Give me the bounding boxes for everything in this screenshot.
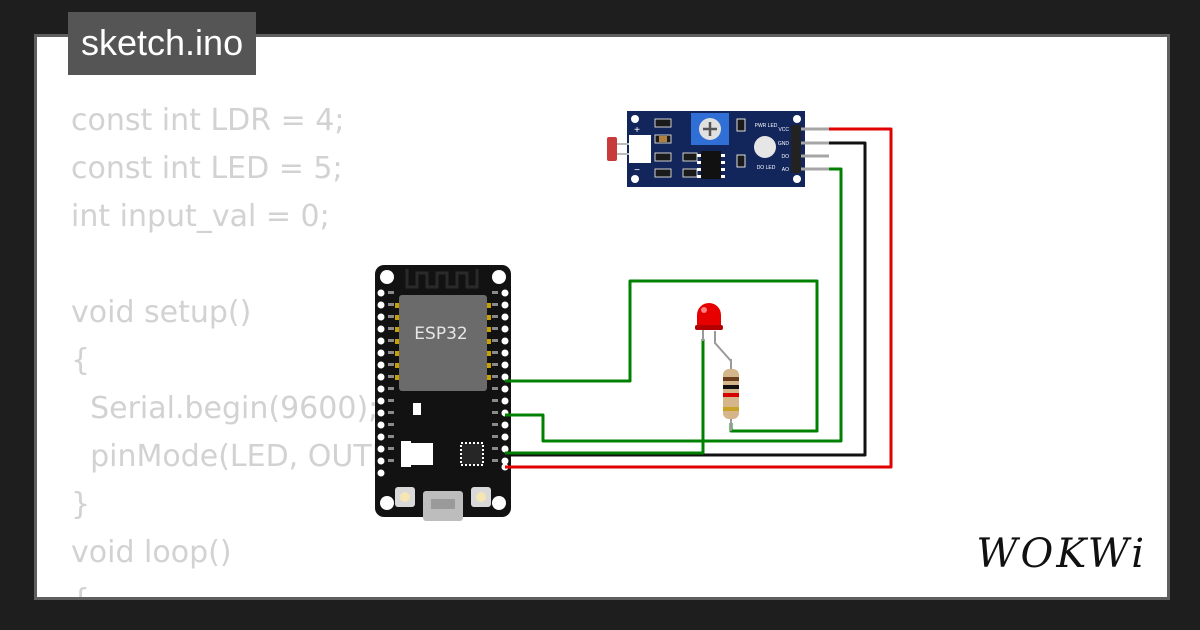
pin-vcc-label: VCC xyxy=(778,127,789,133)
code-line: { xyxy=(71,583,90,597)
code-preview: const int LDR = 4; const int LED = 5; in… xyxy=(71,97,452,597)
code-line: void loop() xyxy=(71,535,232,570)
red-led[interactable] xyxy=(695,303,732,362)
pwr-led-label: PWR LED xyxy=(755,123,778,129)
resistor[interactable] xyxy=(723,359,739,431)
esp32-module xyxy=(395,295,491,391)
file-tab[interactable]: sketch.ino xyxy=(68,12,257,75)
ldr-minus-label: − xyxy=(634,165,640,176)
code-line: { xyxy=(71,343,91,378)
wire-led-cathode[interactable] xyxy=(505,339,705,455)
code-line: const int LED = 5; xyxy=(71,151,343,186)
code-line: Serial.begin(9600); xyxy=(71,391,379,426)
code-line: int input_val = 0; xyxy=(71,199,330,234)
file-tab-title: sketch.ino xyxy=(81,22,244,63)
do-led-label: DO LED xyxy=(757,165,776,171)
reset-button[interactable] xyxy=(471,487,491,507)
potentiometer[interactable] xyxy=(691,113,729,145)
boot-button[interactable] xyxy=(395,487,415,507)
esp32-board[interactable]: ESP32 xyxy=(375,265,511,521)
ldr-plus-label: + xyxy=(634,125,640,136)
pin-gnd-label: GND xyxy=(778,141,790,147)
code-line: } xyxy=(71,487,91,522)
wire-gnd[interactable] xyxy=(505,141,867,457)
wokwi-logo: WOKWi xyxy=(976,531,1147,577)
esp32-chip-label: ESP32 xyxy=(414,324,467,344)
pin-do-label: DO xyxy=(782,154,790,160)
wire-vcc[interactable] xyxy=(505,127,893,469)
photoresistor xyxy=(607,135,651,163)
simulation-canvas: const int LDR = 4; const int LED = 5; in… xyxy=(34,34,1170,600)
pin-ao-label: AO xyxy=(782,167,789,173)
wire-ldr-ao[interactable] xyxy=(505,167,843,443)
ldr-sensor-module[interactable]: + − xyxy=(607,111,829,187)
wire-led-anode[interactable] xyxy=(505,279,819,433)
circuit-diagram: ESP32 xyxy=(375,111,893,521)
code-line: void setup() xyxy=(71,295,252,330)
code-line: const int LDR = 4; xyxy=(71,103,345,138)
